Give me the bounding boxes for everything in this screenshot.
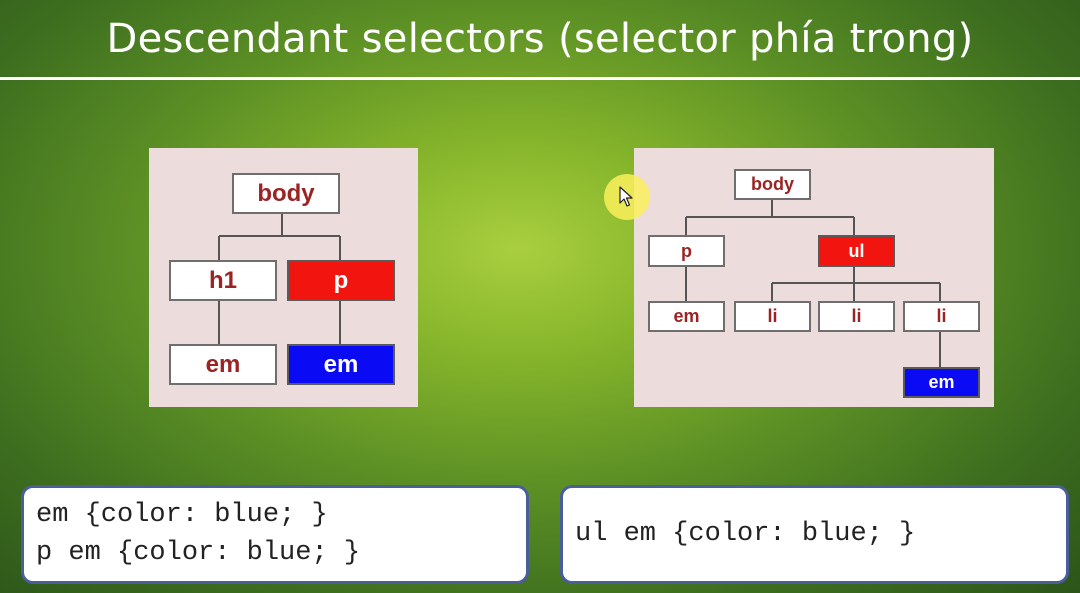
node-li-2: li [818,301,895,332]
node-em-under-p: em [648,301,725,332]
node-h1: h1 [169,260,277,301]
code-line-ul-em: ul em {color: blue; } [575,519,916,549]
code-line-p-em: p em {color: blue; } [36,538,361,568]
node-li-3: li [903,301,980,332]
node-em-under-li-highlighted: em [903,367,980,398]
node-p-highlighted: p [287,260,395,301]
code-box-right: ul em {color: blue; } [560,485,1069,584]
code-box-left: em {color: blue; } p em {color: blue; } [21,485,529,584]
slide-title: Descendant selectors (selector phía tron… [106,16,974,62]
node-em-under-p-highlighted: em [287,344,395,385]
code-line-em: em {color: blue; } [36,500,328,530]
tree-diagram-right: body p ul em li li li em [634,148,994,407]
node-body: body [734,169,811,200]
node-body: body [232,173,340,214]
tree-connectors-left [218,214,341,344]
node-em-under-h1: em [169,344,277,385]
node-ul-highlighted: ul [818,235,895,267]
node-li-1: li [734,301,811,332]
title-divider [0,77,1080,80]
tree-connectors-right [685,200,941,367]
mouse-pointer-icon [619,186,633,207]
tree-diagram-left: body h1 p em em [149,148,418,407]
node-p: p [648,235,725,267]
